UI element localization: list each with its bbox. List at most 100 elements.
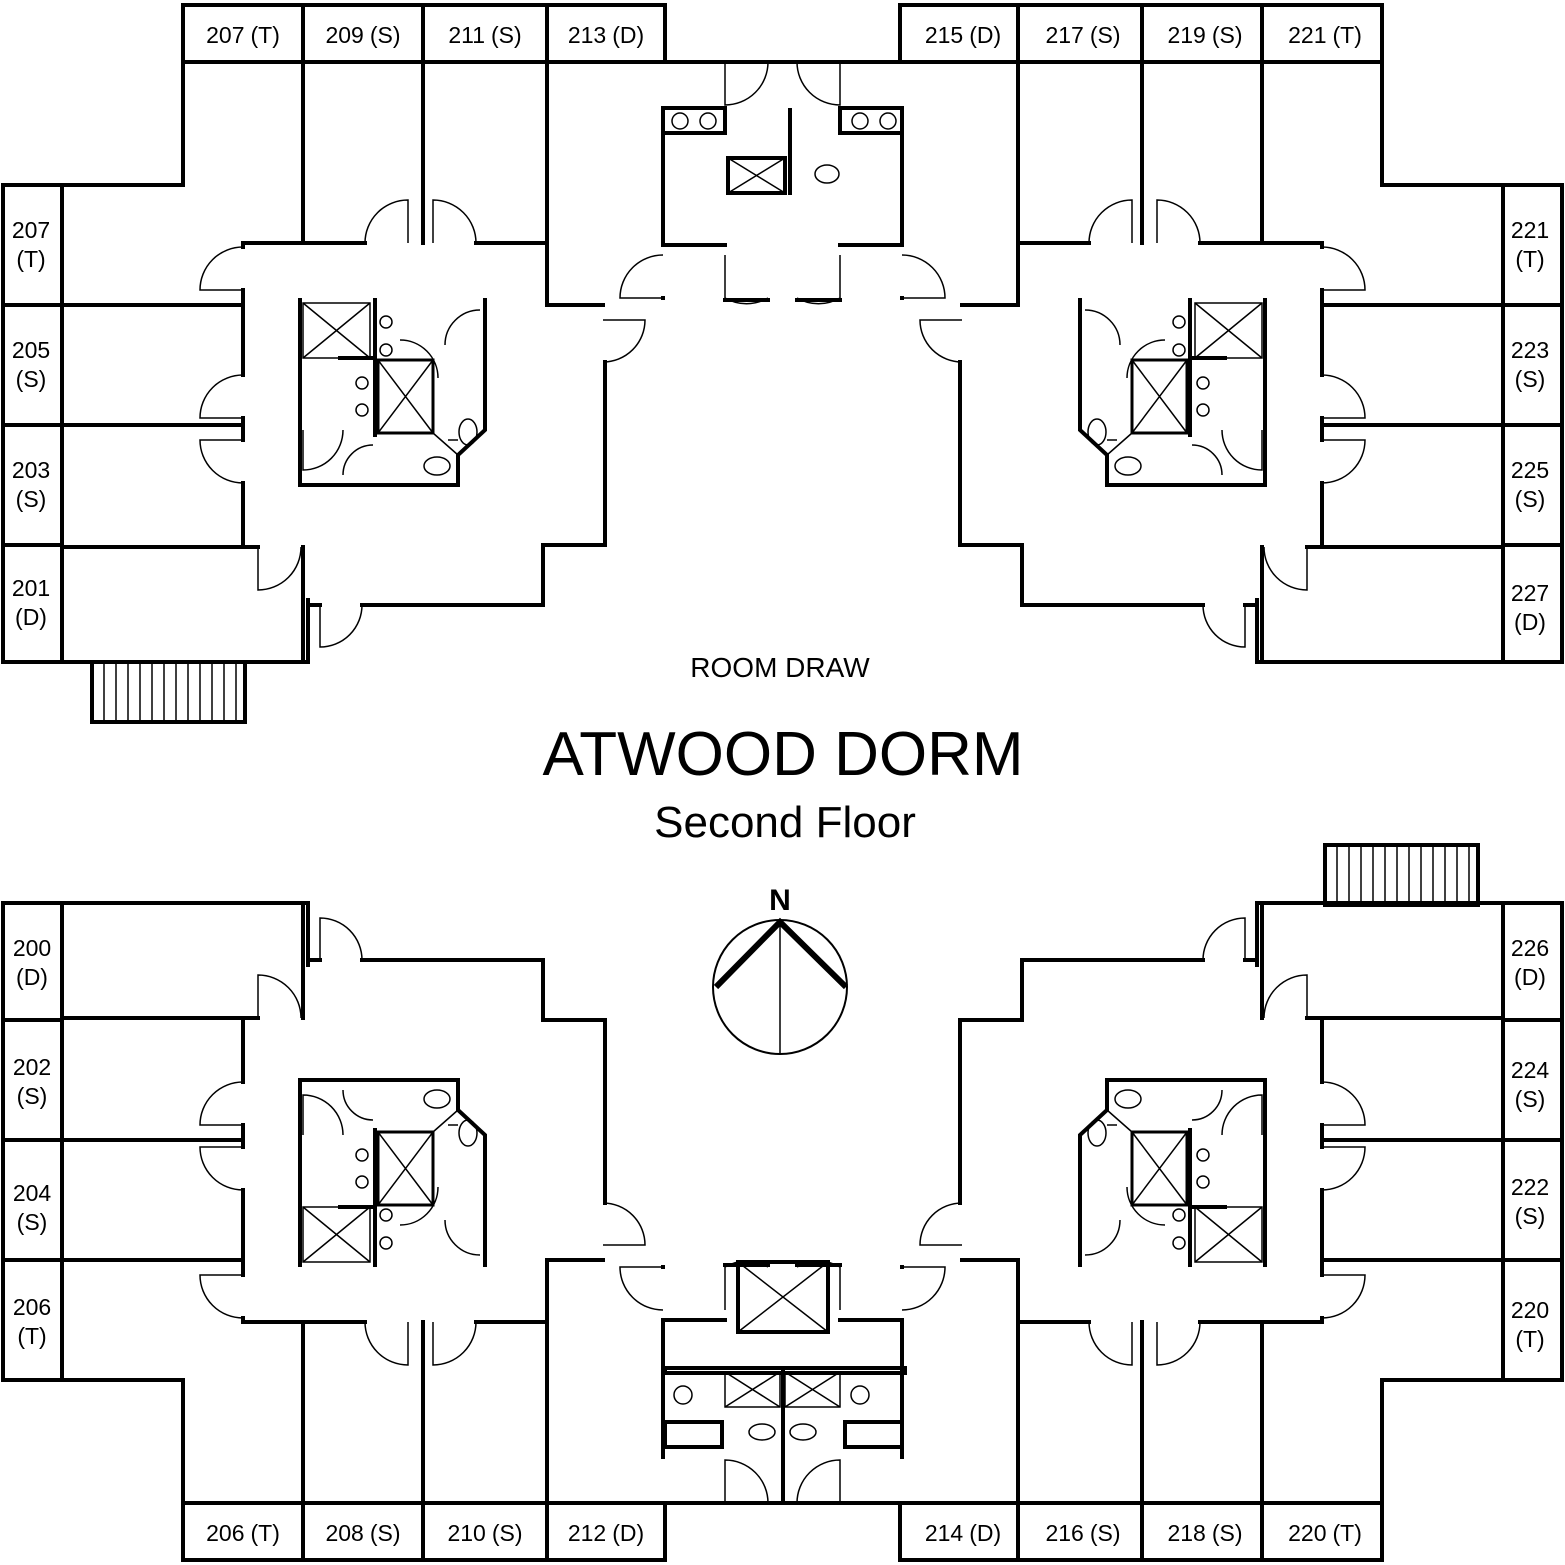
room-label: 207 (T) bbox=[206, 22, 280, 48]
room-number: 223 bbox=[1511, 337, 1549, 363]
room-type: (S) bbox=[1212, 1520, 1243, 1546]
room-number: 222 bbox=[1511, 1174, 1549, 1200]
room-label: 217 (S) bbox=[1045, 22, 1120, 48]
room-type: (D) bbox=[969, 1520, 1001, 1546]
room-number: 206 bbox=[206, 1520, 244, 1546]
room-number: 202 bbox=[13, 1054, 51, 1080]
room-number: 219 bbox=[1167, 22, 1205, 48]
room-label: 206(T) bbox=[206, 1520, 280, 1546]
room-type: (S) bbox=[16, 366, 47, 392]
south-bathroom bbox=[663, 1260, 907, 1505]
wing-southwest bbox=[1, 901, 785, 1562]
room-number: 205 bbox=[12, 337, 50, 363]
room-type: (S) bbox=[17, 1083, 48, 1109]
room-number: 212 bbox=[568, 1520, 606, 1546]
room-type: (S) bbox=[16, 486, 47, 512]
room-label: 220 (T) bbox=[1511, 1297, 1549, 1352]
room-number: 203 bbox=[12, 457, 50, 483]
compass-north-label: N bbox=[769, 884, 791, 917]
room-number: 225 bbox=[1511, 457, 1549, 483]
room-number: 214 bbox=[925, 1520, 964, 1546]
room-label: 223 (S) bbox=[1511, 337, 1549, 392]
floor-subtitle: Second Floor bbox=[654, 798, 916, 847]
room-label: 201 (D) bbox=[12, 575, 50, 630]
room-type: (T) bbox=[1333, 22, 1362, 48]
room-type: (S) bbox=[492, 1520, 523, 1546]
room-number: 207 bbox=[206, 22, 244, 48]
room-type: (D) bbox=[15, 604, 47, 630]
room-label: 220 (T) bbox=[1288, 1520, 1362, 1546]
room-number: 209 bbox=[325, 22, 363, 48]
room-number: 221 bbox=[1288, 22, 1326, 48]
room-number: 211 bbox=[448, 22, 485, 48]
room-type: (S) bbox=[1212, 22, 1243, 48]
room-type: (T) bbox=[16, 246, 45, 272]
room-label: 206 (T) bbox=[13, 1294, 51, 1349]
room-type: (S) bbox=[1515, 1203, 1546, 1229]
room-label: 216 (S) bbox=[1045, 1520, 1120, 1546]
room-type: (T) bbox=[1515, 1326, 1544, 1352]
room-type: (T) bbox=[1333, 1520, 1362, 1546]
room-number: 220 bbox=[1288, 1520, 1326, 1546]
room-type: (S) bbox=[1515, 486, 1546, 512]
room-label: 221 (T) bbox=[1288, 22, 1362, 48]
room-label: 207 (T) bbox=[12, 217, 50, 272]
dorm-title: ATWOOD DORM bbox=[542, 720, 1023, 789]
room-type: (D) bbox=[612, 22, 644, 48]
room-type: (S) bbox=[1090, 1520, 1121, 1546]
room-number: 221 bbox=[1511, 217, 1549, 243]
wing-northeast bbox=[780, 3, 1564, 664]
room-label: 204 (S) bbox=[13, 1180, 52, 1235]
room-number: 206 bbox=[13, 1294, 51, 1320]
room-number: 204 bbox=[13, 1180, 52, 1206]
room-number: 215 bbox=[925, 22, 963, 48]
room-number: 210 bbox=[447, 1520, 485, 1546]
stairs-southeast bbox=[1323, 843, 1480, 907]
room-type: (S) bbox=[1515, 1086, 1546, 1112]
room-number: 208 bbox=[325, 1520, 363, 1546]
room-label: 221(T) bbox=[1511, 217, 1549, 272]
north-bathroom bbox=[661, 106, 904, 195]
room-number: 213 bbox=[568, 22, 606, 48]
room-label: 205 (S) bbox=[12, 337, 50, 392]
room-type: (S) bbox=[1090, 22, 1121, 48]
room-number: 201 bbox=[12, 575, 50, 601]
room-number: 207 bbox=[12, 217, 50, 243]
room-type: (S) bbox=[1515, 366, 1546, 392]
north-compass: N bbox=[712, 884, 849, 1055]
room-number: 216 bbox=[1045, 1520, 1083, 1546]
room-type: (D) bbox=[16, 964, 48, 990]
room-label: 224 (S) bbox=[1511, 1057, 1550, 1112]
room-type: (S) bbox=[370, 22, 401, 48]
room-type: (D) bbox=[612, 1520, 644, 1546]
room-number: 200 bbox=[13, 935, 51, 961]
room-type: (D) bbox=[1514, 964, 1546, 990]
stairs-northwest bbox=[90, 660, 247, 724]
room-type: (D) bbox=[1514, 609, 1546, 635]
room-type: (D) bbox=[969, 22, 1001, 48]
room-label: 200 (D) bbox=[13, 935, 51, 990]
room-type: (T) bbox=[251, 22, 280, 48]
room-type: (S) bbox=[491, 22, 522, 48]
room-number: 220 bbox=[1511, 1297, 1549, 1323]
room-label: 208(S) bbox=[325, 1520, 400, 1546]
room-number: 218 bbox=[1167, 1520, 1205, 1546]
room-draw-label: ROOM DRAW bbox=[690, 652, 870, 683]
room-label: 225 (S) bbox=[1511, 457, 1549, 512]
room-label: 211(S) bbox=[448, 22, 521, 48]
room-number: 217 bbox=[1045, 22, 1083, 48]
room-label: 202 (S) bbox=[13, 1054, 51, 1109]
room-type: (T) bbox=[17, 1323, 46, 1349]
room-label: 210 (S) bbox=[447, 1520, 522, 1546]
room-type: (S) bbox=[17, 1209, 48, 1235]
room-label: 227(D) bbox=[1511, 580, 1549, 635]
room-label: 209 (S) bbox=[325, 22, 400, 48]
room-label: 214(D) bbox=[925, 1520, 1001, 1546]
room-number: 224 bbox=[1511, 1057, 1550, 1083]
room-label: 212(D) bbox=[568, 1520, 644, 1546]
room-number: 226 bbox=[1511, 935, 1549, 961]
room-label: 203 (S) bbox=[12, 457, 50, 512]
wing-northwest bbox=[1, 3, 785, 664]
room-label: 218 (S) bbox=[1167, 1520, 1242, 1546]
